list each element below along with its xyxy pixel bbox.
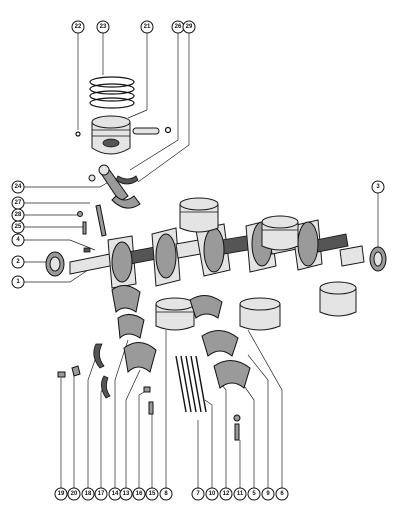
svg-text:29: 29 — [186, 24, 193, 30]
callout-28: 28 — [11, 208, 25, 222]
piston-rings-group — [89, 76, 135, 109]
callout-16: 16 — [132, 487, 146, 501]
piston-pin — [132, 127, 160, 135]
svg-text:4: 4 — [16, 237, 20, 243]
piston-upper-2 — [261, 215, 299, 251]
piston-lower-1 — [155, 297, 195, 331]
callout-11: 11 — [233, 487, 247, 501]
callout-23: 23 — [96, 20, 110, 34]
svg-text:12: 12 — [223, 491, 230, 497]
callout-21: 21 — [140, 20, 154, 34]
crankshaft-front-bearing — [45, 251, 65, 277]
callout-5: 5 — [247, 487, 261, 501]
crankshaft — [69, 219, 365, 289]
svg-text:19: 19 — [58, 491, 65, 497]
svg-text:18: 18 — [85, 491, 92, 497]
callout-20: 20 — [67, 487, 81, 501]
piston-top — [91, 115, 131, 155]
piston-lower-3 — [319, 281, 357, 317]
callout-18: 18 — [81, 487, 95, 501]
svg-text:17: 17 — [98, 491, 105, 497]
svg-text:11: 11 — [237, 491, 244, 497]
pin-retainer-clip — [75, 126, 172, 137]
main-bearing-caps — [111, 285, 251, 389]
callout-22: 22 — [71, 20, 85, 34]
callout-29: 29 — [182, 20, 196, 34]
callout-2: 2 — [11, 255, 25, 269]
callout-13: 13 — [119, 487, 133, 501]
callout-12: 12 — [219, 487, 233, 501]
svg-text:1: 1 — [16, 279, 20, 285]
small-hardware — [57, 365, 241, 441]
bearing-halves — [93, 343, 111, 399]
callout-19: 19 — [54, 487, 68, 501]
svg-text:21: 21 — [144, 24, 151, 30]
callout-7: 7 — [191, 487, 205, 501]
callout-9: 9 — [261, 487, 275, 501]
callout-1: 1 — [11, 275, 25, 289]
callout-24: 24 — [11, 180, 25, 194]
callout-6: 6 — [275, 487, 289, 501]
callout-3: 3 — [371, 180, 385, 194]
svg-text:2: 2 — [16, 259, 20, 265]
piston-upper-1 — [179, 197, 219, 233]
callout-27: 27 — [11, 196, 25, 210]
leader-lines — [24, 33, 379, 488]
svg-text:22: 22 — [75, 24, 82, 30]
bearing-insert-upper — [77, 174, 139, 237]
woodruff-key — [83, 247, 91, 253]
svg-text:8: 8 — [164, 491, 168, 497]
svg-text:24: 24 — [15, 184, 22, 190]
svg-text:15: 15 — [149, 491, 156, 497]
callout-17: 17 — [94, 487, 108, 501]
crankshaft-rear-bearing — [369, 246, 387, 272]
callout-10: 10 — [205, 487, 219, 501]
svg-text:10: 10 — [209, 491, 216, 497]
svg-text:28: 28 — [15, 212, 22, 218]
callout-14: 14 — [108, 487, 122, 501]
svg-text:25: 25 — [15, 224, 22, 230]
callout-4: 4 — [11, 233, 25, 247]
callout-26: 26 — [171, 20, 185, 34]
svg-text:23: 23 — [100, 24, 107, 30]
callout-8: 8 — [159, 487, 173, 501]
svg-text:26: 26 — [175, 24, 182, 30]
svg-text:7: 7 — [196, 491, 200, 497]
svg-text:14: 14 — [112, 491, 119, 497]
callout-25: 25 — [11, 220, 25, 234]
svg-text:16: 16 — [136, 491, 143, 497]
svg-text:3: 3 — [376, 184, 380, 190]
svg-text:13: 13 — [123, 491, 130, 497]
svg-text:20: 20 — [71, 491, 78, 497]
needle-bearings — [175, 355, 207, 413]
connecting-rod-small — [98, 164, 141, 209]
svg-text:9: 9 — [266, 491, 270, 497]
svg-text:6: 6 — [280, 491, 284, 497]
callout-15: 15 — [145, 487, 159, 501]
piston-lower-2 — [239, 297, 281, 331]
svg-text:5: 5 — [252, 491, 256, 497]
svg-text:27: 27 — [15, 200, 22, 206]
